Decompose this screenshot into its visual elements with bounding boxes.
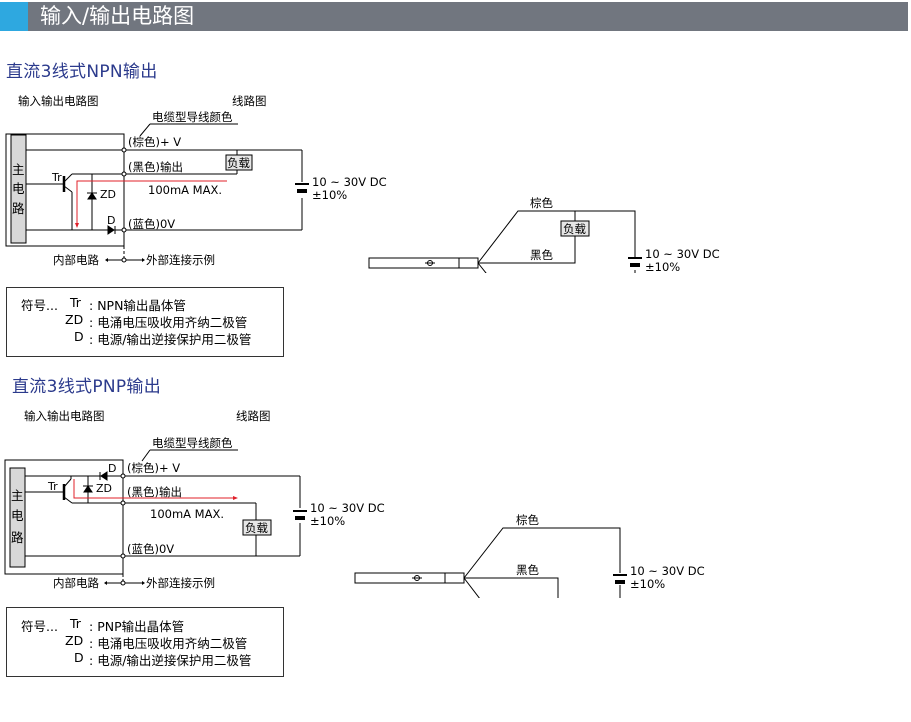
section-header-bar: 输入/输出电路图 xyxy=(0,2,908,31)
transistor-label: Tr xyxy=(47,480,58,493)
wiring-tolerance-label: ±10% xyxy=(645,260,680,273)
main-circuit-char: 电 xyxy=(12,181,25,196)
diode-label: D xyxy=(107,214,115,227)
diode-symbol xyxy=(107,225,116,235)
legend-symbol: Tr xyxy=(70,295,81,310)
main-circuit-char: 电 xyxy=(11,508,24,523)
legend-symbol: Tr xyxy=(70,616,81,631)
current-path xyxy=(76,180,227,226)
legend-symbol: ZD xyxy=(65,633,84,648)
main-circuit-char: 主 xyxy=(11,488,24,503)
wiring-supply-label: 10 ~ 30V DC xyxy=(630,564,705,578)
pnp-wiring-diagram: 棕色 黑色 负载 蓝色 10 ~ 30V DC ±10% xyxy=(354,513,705,598)
wiring-tolerance-label: ±10% xyxy=(630,577,665,591)
main-circuit-char: 路 xyxy=(11,530,24,545)
external-connection-label: 外部连接示例 xyxy=(146,253,215,267)
blue-wire-label: (蓝色)0V xyxy=(128,217,175,231)
tolerance-label: ±10% xyxy=(310,514,345,528)
max-current-label: 100mA MAX. xyxy=(150,507,224,521)
tolerance-label: ±10% xyxy=(312,188,347,202)
current-path xyxy=(73,479,236,499)
wiring-black-label: 黑色 xyxy=(516,563,539,577)
legend-description: 电源/输出逆接保护用二极管 xyxy=(97,332,252,347)
zener-diode-symbol xyxy=(83,485,93,493)
wiring-diagram-label: 线路图 xyxy=(236,409,271,423)
diode-symbol xyxy=(99,471,108,481)
main-circuit-block xyxy=(9,467,26,568)
wiring-diagram-label: 线路图 xyxy=(232,94,267,108)
load-box xyxy=(242,519,272,536)
legend-description: NPN输出晶体管 xyxy=(97,298,186,313)
legend-description: 电涌电压吸收用齐纳二极管 xyxy=(97,315,248,330)
internal-circuit-label: 内部电路 xyxy=(53,576,99,590)
npn-symbol-legend: 符号... Tr : NPN输出晶体管 ZD : 电涌电压吸收用齐纳二极管 D … xyxy=(6,287,284,357)
pnp-circuit-diagram: 输入输出电路图 线路图 电缆型导线颜色 主 电 路 Tr ZD D 负载 (棕色… xyxy=(4,409,705,598)
header-accent xyxy=(0,2,28,31)
internal-circuit-box xyxy=(4,459,124,575)
blue-wire-label: (蓝色)0V xyxy=(127,542,174,556)
load-box xyxy=(225,154,253,171)
wiring-load-label: 负载 xyxy=(563,222,586,236)
load-label: 负载 xyxy=(245,521,268,535)
supply-voltage-label: 10 ~ 30V DC xyxy=(310,501,385,515)
wiring-black-label: 黑色 xyxy=(530,248,553,262)
black-wire-label: (黑色)输出 xyxy=(127,485,182,499)
brown-wire-label: (棕色)+ V xyxy=(127,461,180,475)
wiring-brown-label: 棕色 xyxy=(530,196,553,210)
main-circuit-block xyxy=(10,134,27,244)
load-label: 负载 xyxy=(227,156,250,170)
zener-label: ZD xyxy=(100,188,116,201)
page-title: 输入/输出电路图 xyxy=(40,4,195,28)
zener-label: ZD xyxy=(96,482,112,495)
io-circuit-label: 输入输出电路图 xyxy=(18,94,99,108)
max-current-label: 100mA MAX. xyxy=(148,183,222,197)
legend-description: 电源/输出逆接保护用二极管 xyxy=(97,653,252,668)
npn-section-title: 直流3线式NPN输出 xyxy=(6,62,158,82)
cable-color-label: 电缆型导线颜色 xyxy=(152,436,233,450)
legend-prefix: 符号... xyxy=(21,298,58,313)
legend-description: PNP输出晶体管 xyxy=(97,619,185,634)
pnp-symbol-legend: 符号... Tr : PNP输出晶体管 ZD : 电涌电压吸收用齐纳二极管 D … xyxy=(6,607,284,677)
supply-voltage-label: 10 ~ 30V DC xyxy=(312,175,387,189)
brown-wire-label: (棕色)+ V xyxy=(128,135,181,149)
main-circuit-char: 路 xyxy=(12,201,25,216)
wiring-brown-label: 棕色 xyxy=(516,513,539,527)
npn-wiring-diagram: 棕色 负载 黑色 蓝色 10 ~ 30V DC ±10% xyxy=(368,196,720,273)
internal-circuit-box xyxy=(5,133,125,247)
legend-symbol: D xyxy=(74,329,84,344)
cable-color-label: 电缆型导线颜色 xyxy=(152,110,233,124)
zener-diode-symbol xyxy=(87,192,97,200)
io-circuit-label: 输入输出电路图 xyxy=(24,409,105,423)
transistor-label: Tr xyxy=(51,171,62,184)
leader-arrow xyxy=(139,123,151,137)
main-circuit-char: 主 xyxy=(12,162,25,177)
wiring-supply-label: 10 ~ 30V DC xyxy=(645,247,720,261)
black-wire-label: (黑色)输出 xyxy=(128,160,183,174)
legend-prefix: 符号... xyxy=(21,619,58,634)
internal-circuit-label: 内部电路 xyxy=(53,253,99,267)
npn-circuit-diagram: 输入输出电路图 线路图 电缆型导线颜色 主 电 路 Tr ZD D 负载 (棕色… xyxy=(5,94,720,273)
pnp-section-title: 直流3线式PNP输出 xyxy=(12,377,162,397)
legend-symbol: D xyxy=(74,650,84,665)
legend-symbol: ZD xyxy=(65,312,84,327)
legend-description: 电涌电压吸收用齐纳二极管 xyxy=(97,636,248,651)
diode-label: D xyxy=(108,462,116,475)
external-connection-label: 外部连接示例 xyxy=(146,576,215,590)
